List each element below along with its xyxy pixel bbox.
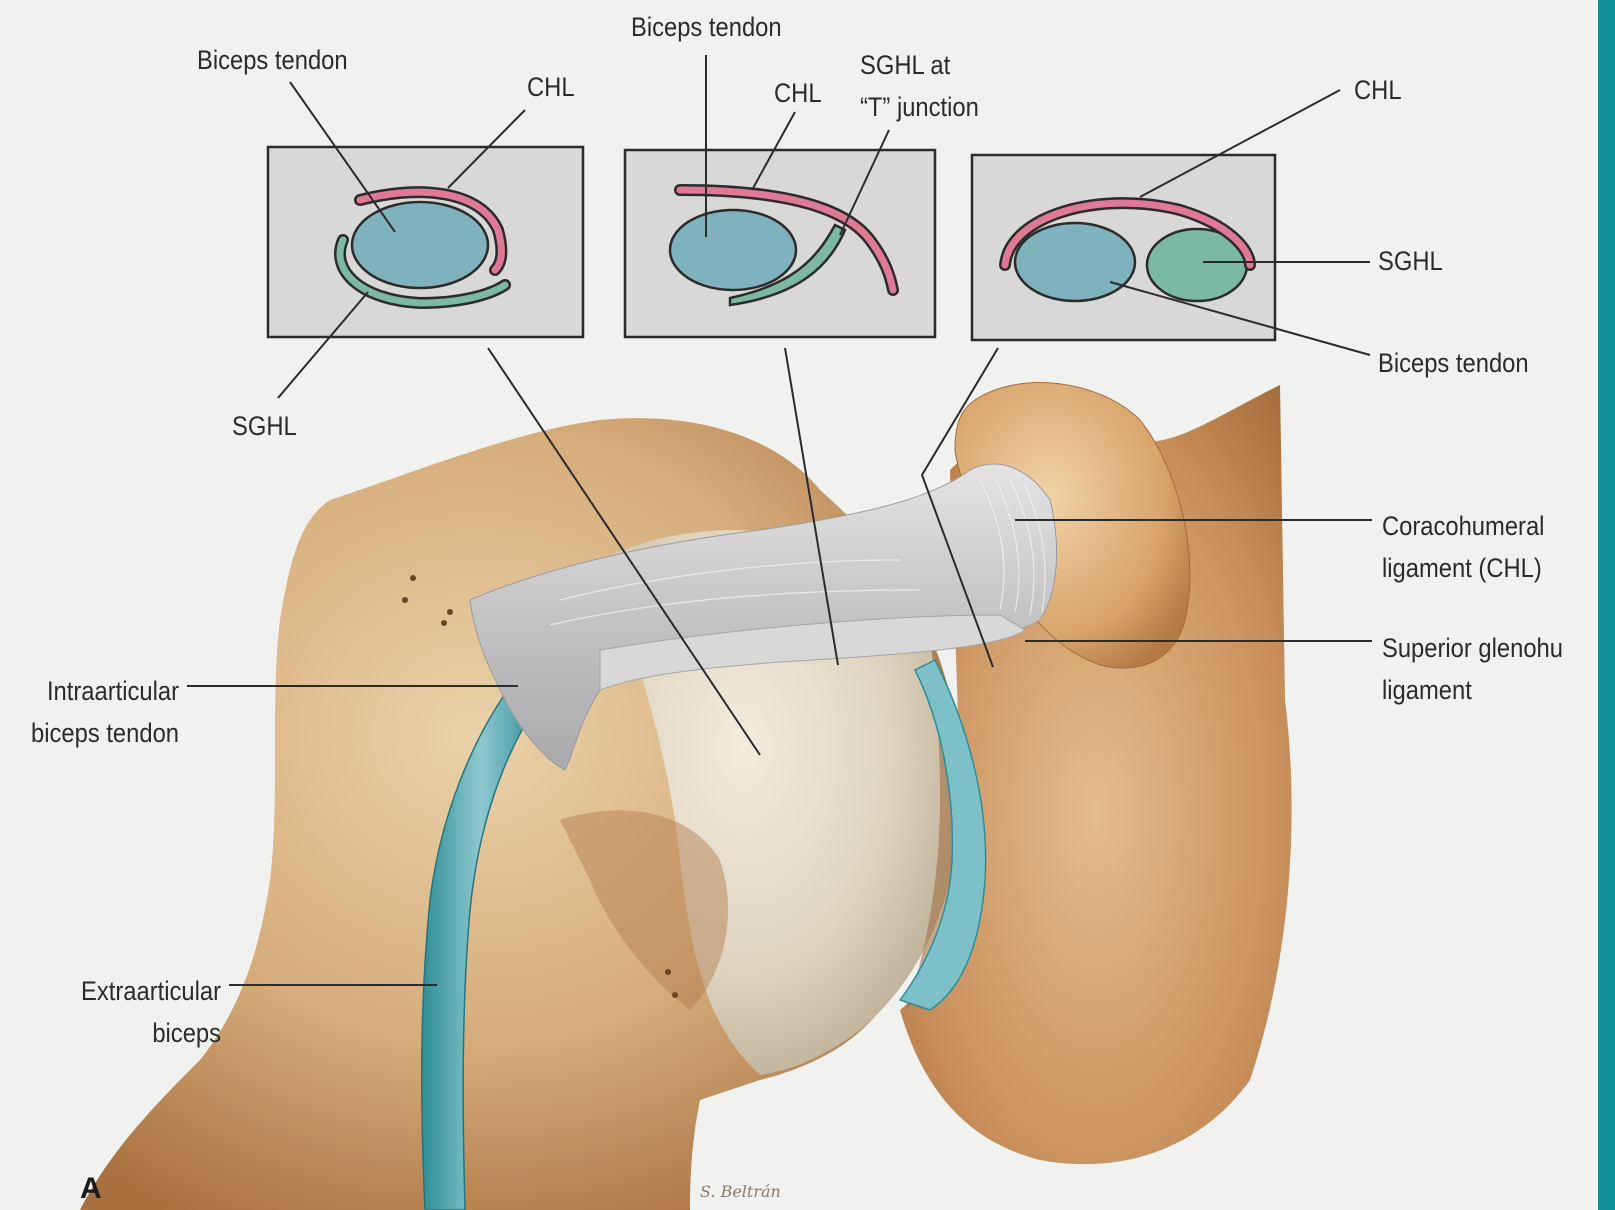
inset-2-biceps-label: Biceps tendon bbox=[631, 11, 782, 43]
inset-1-sghl-label: SGHL bbox=[232, 410, 297, 442]
inset-3 bbox=[972, 155, 1275, 340]
inset-1-chl-label: CHL bbox=[527, 71, 575, 103]
inset-2-biceps bbox=[670, 210, 796, 290]
panel-letter: A bbox=[80, 1172, 102, 1206]
coracohumeral-label: Coracohumeral ligament (CHL) bbox=[1382, 505, 1544, 589]
inset-2-sghl-label: SGHL at “T” junction bbox=[860, 44, 979, 128]
inset-1 bbox=[268, 147, 583, 337]
inset-2 bbox=[625, 150, 935, 337]
inset-3-sghl-label: SGHL bbox=[1378, 245, 1443, 277]
superior-glenohumeral-label: Superior glenohu ligament bbox=[1382, 627, 1563, 711]
inset-1-biceps-label: Biceps tendon bbox=[197, 44, 348, 76]
inset-2-chl-label: CHL bbox=[774, 77, 822, 109]
extraarticular-label: Extraarticular biceps bbox=[45, 970, 221, 1054]
inset-3-biceps bbox=[1015, 223, 1135, 301]
inset-1-biceps bbox=[352, 202, 488, 288]
teal-border bbox=[1598, 0, 1615, 1210]
intraarticular-label: Intraarticular biceps tendon bbox=[3, 670, 179, 754]
inset-3-biceps-label: Biceps tendon bbox=[1378, 347, 1529, 379]
illustrator-signature: S. Beltrán bbox=[700, 1182, 781, 1201]
inset-3-chl-label: CHL bbox=[1354, 74, 1402, 106]
